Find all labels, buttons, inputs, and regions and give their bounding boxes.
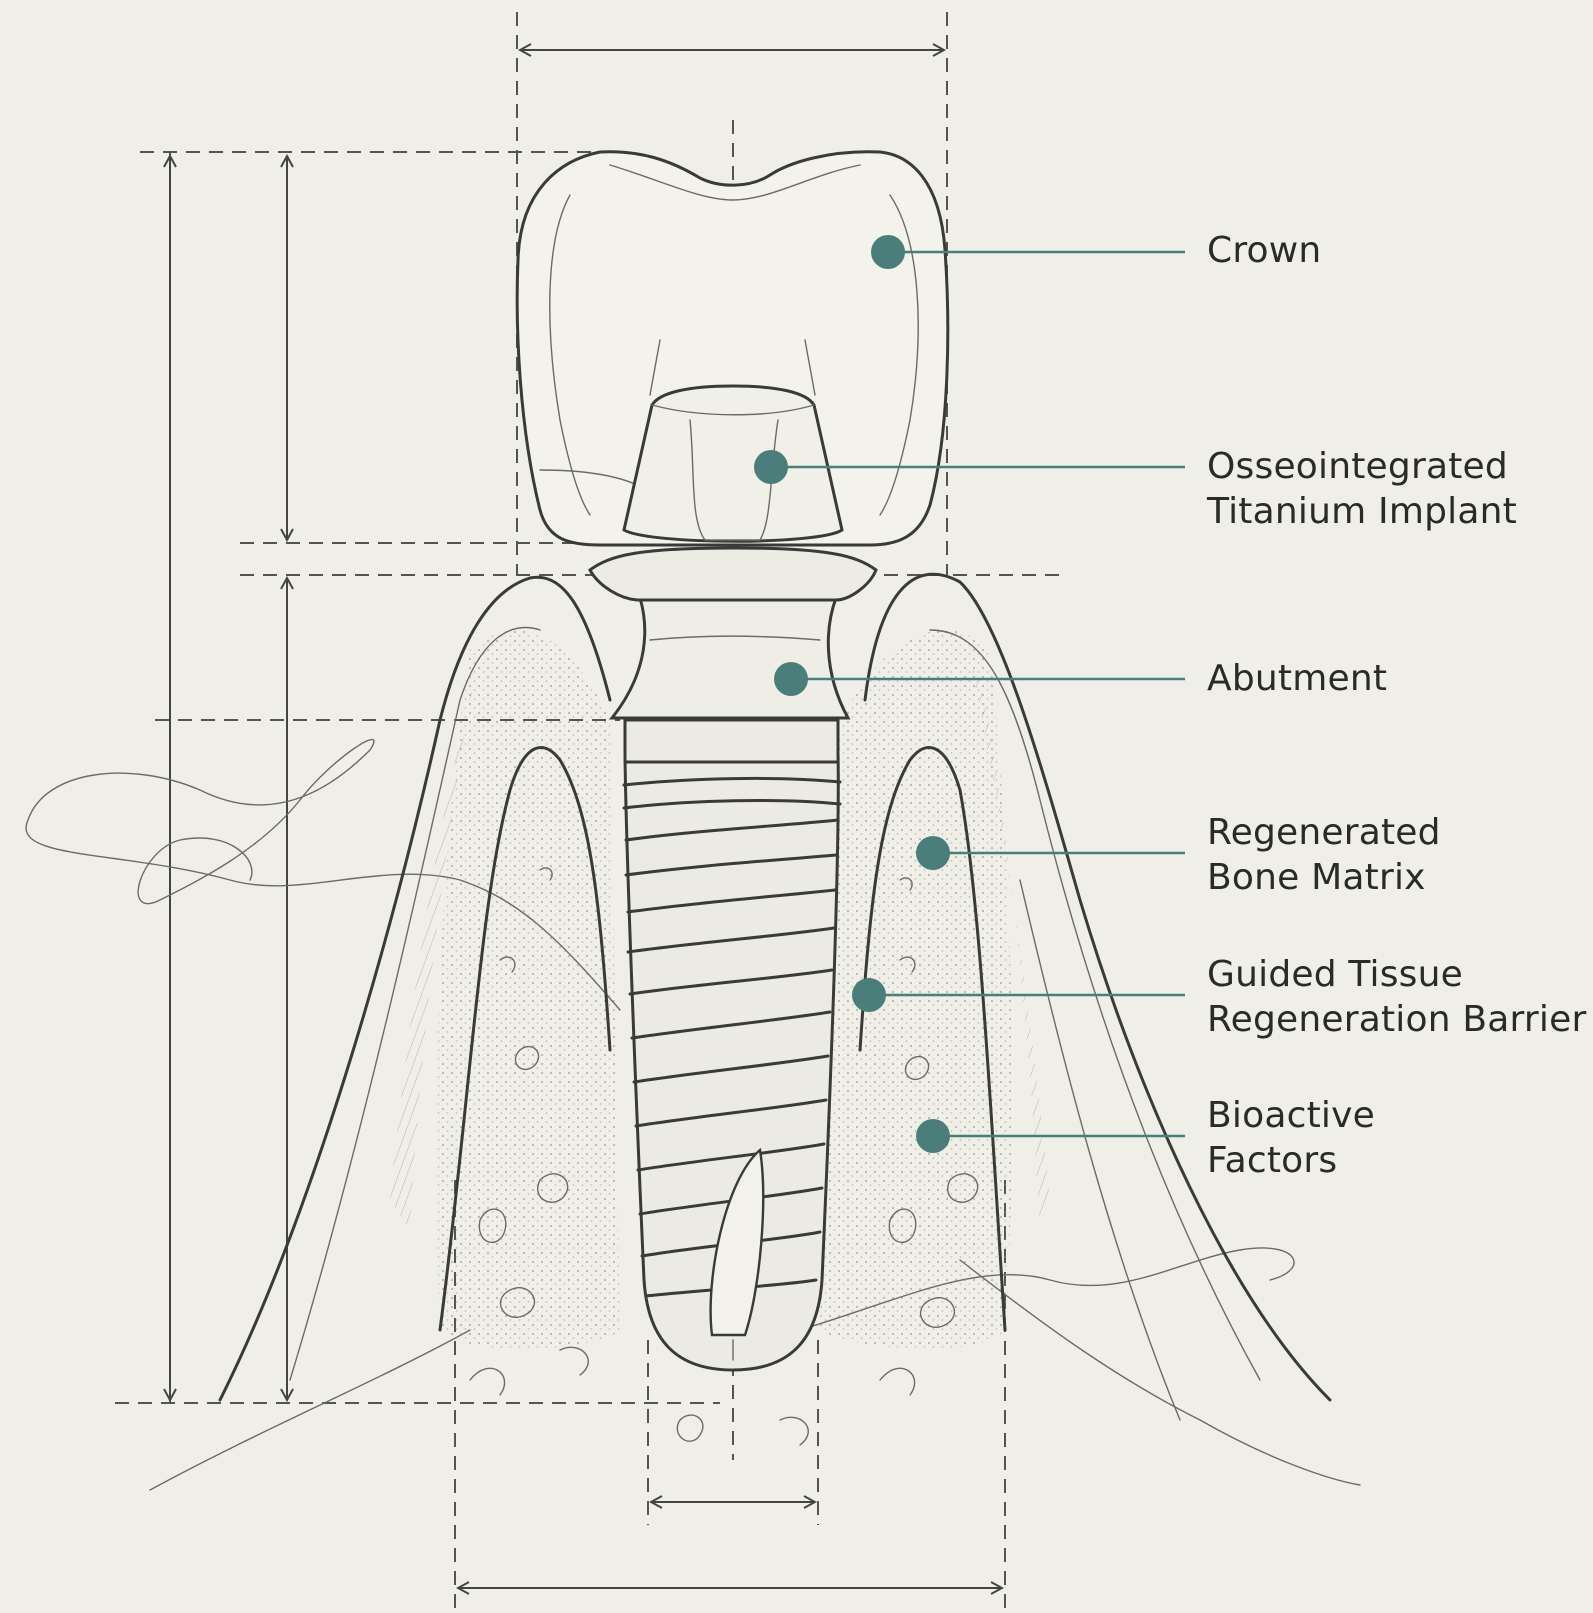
crown-marker-dot — [871, 235, 905, 269]
bioactive-marker-dot — [916, 1119, 950, 1153]
label-osseointegrated-titanium-implant: Osseointegrated Titanium Implant — [1207, 444, 1517, 534]
barrier-marker-dot — [852, 978, 886, 1012]
label-regenerated-bone-matrix: Regenerated Bone Matrix — [1207, 810, 1441, 900]
implant-core — [624, 386, 842, 541]
abutment-shape — [590, 548, 876, 718]
label-crown: Crown — [1207, 228, 1321, 273]
implant-marker-dot — [754, 450, 788, 484]
implant-fixture — [624, 720, 840, 1370]
abutment-marker-dot — [774, 662, 808, 696]
label-guided-tissue-regeneration-barrier: Guided Tissue Regeneration Barrier — [1207, 952, 1586, 1042]
label-abutment: Abutment — [1207, 656, 1387, 701]
label-bioactive-factors: Bioactive Factors — [1207, 1093, 1375, 1183]
bone-matrix-marker-dot — [916, 836, 950, 870]
